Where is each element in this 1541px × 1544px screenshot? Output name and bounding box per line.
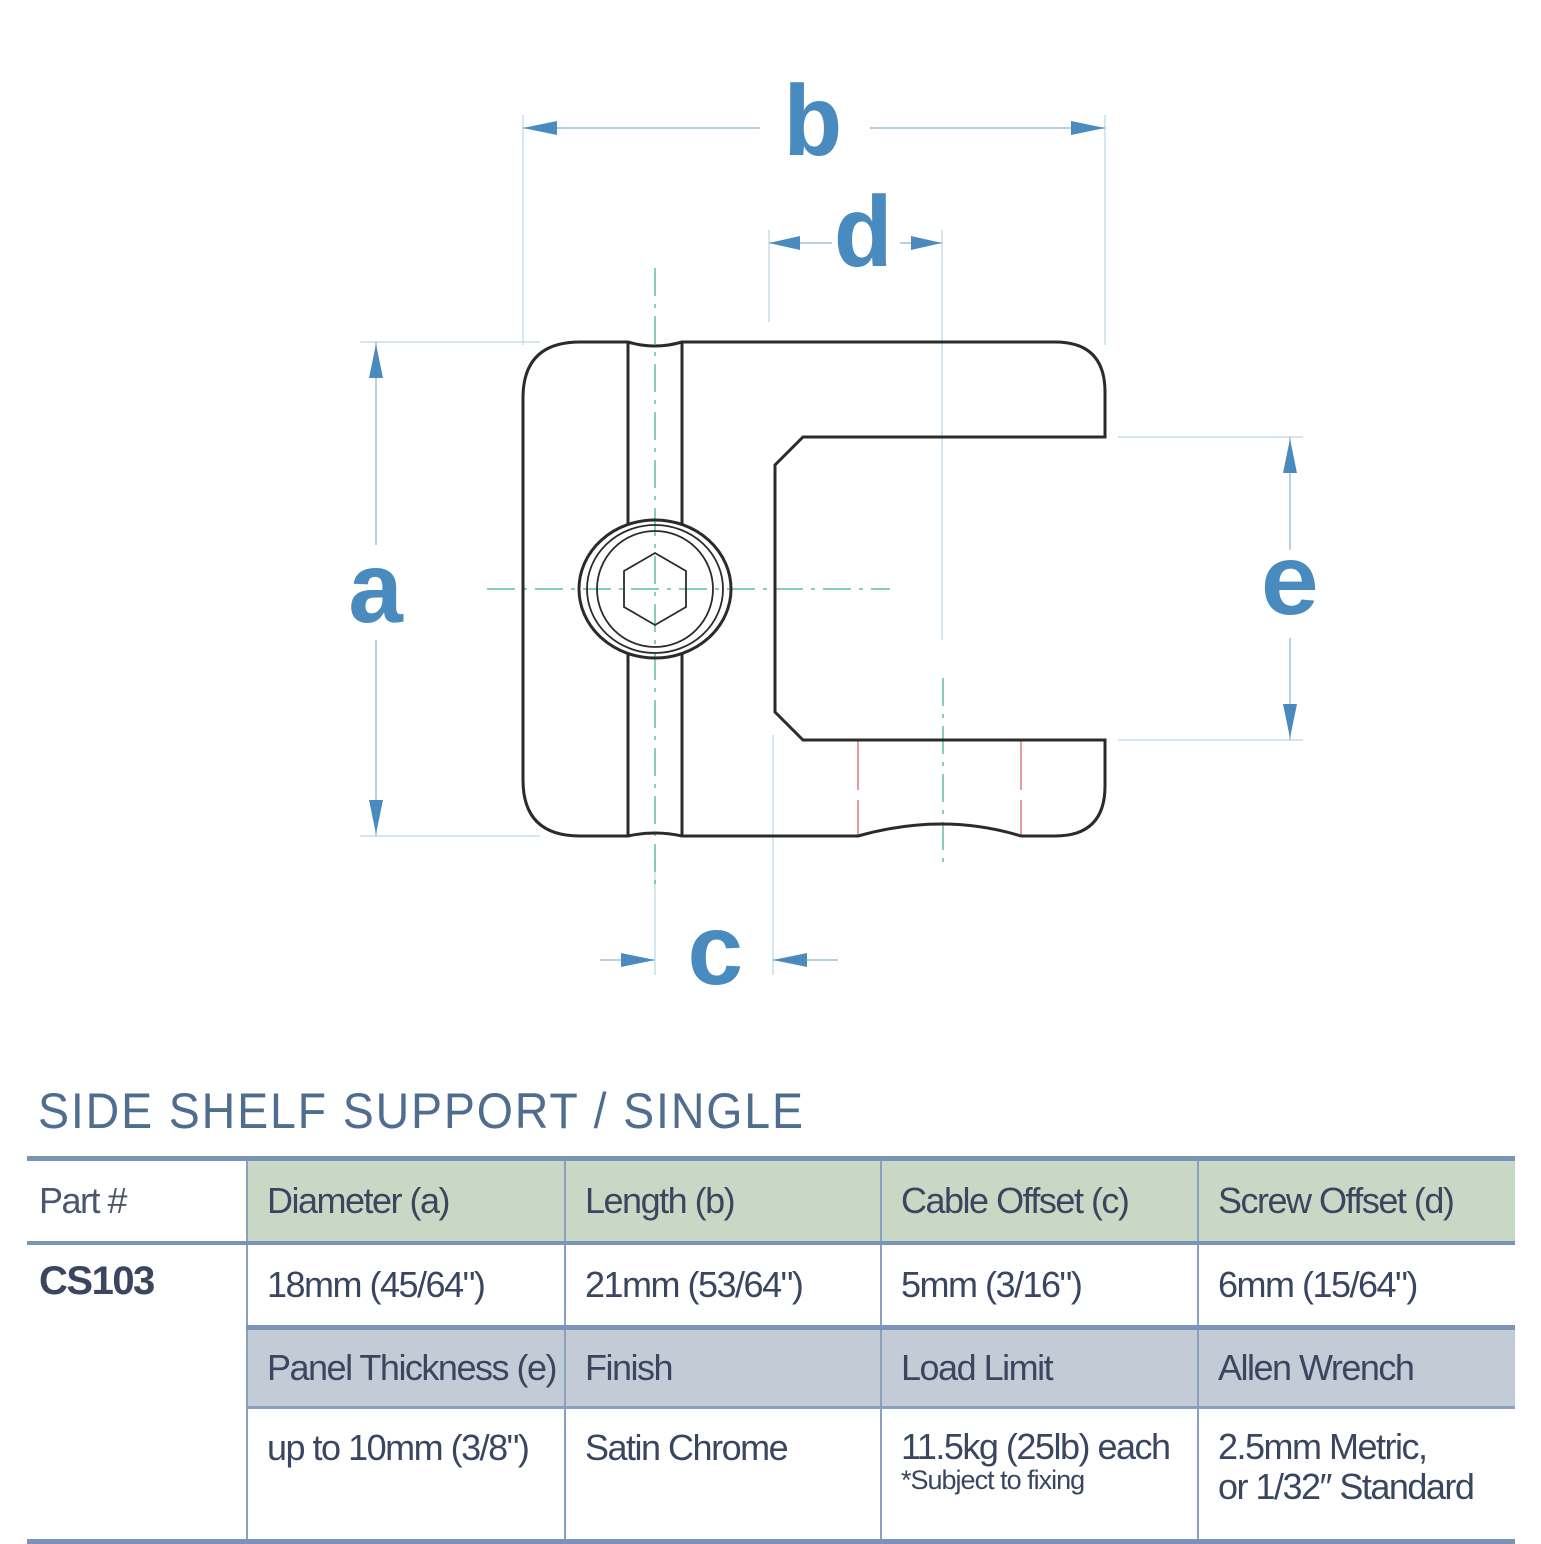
- header-screw-offset: Screw Offset (d): [1197, 1158, 1515, 1243]
- value-allen-wrench-standard: or 1/32″ Standard: [1218, 1466, 1475, 1507]
- value-allen-wrench-cell: 2.5mm Metric, or 1/32″ Standard: [1197, 1406, 1515, 1542]
- header-panel-thickness: Panel Thickness (e): [246, 1325, 565, 1408]
- spec-table: Part # Diameter (a) Length (b) Cable Off…: [27, 1156, 1515, 1544]
- technical-drawing: b d a e c: [346, 73, 1320, 1015]
- value-cable-offset: 5mm (3/16"): [880, 1243, 1198, 1328]
- header-cable-offset: Cable Offset (c): [880, 1158, 1198, 1243]
- dimension-label-d: d: [833, 184, 893, 297]
- header-load-limit: Load Limit: [880, 1325, 1198, 1408]
- load-limit-note: *Subject to fixing: [901, 1465, 1085, 1495]
- dimension-label-b: b: [783, 73, 843, 186]
- value-finish: Satin Chrome: [564, 1406, 881, 1542]
- value-load-limit-cell: 11.5kg (25lb) each *Subject to fixing: [880, 1406, 1198, 1542]
- dimension-label-c: c: [686, 902, 746, 1015]
- value-allen-wrench-metric: 2.5mm Metric,: [1218, 1426, 1428, 1467]
- header-diameter: Diameter (a): [246, 1158, 565, 1243]
- value-load-limit: 11.5kg (25lb) each: [901, 1426, 1171, 1467]
- centerlines: [487, 268, 944, 885]
- hidden-lines: [857, 740, 1022, 836]
- product-title: SIDE SHELF SUPPORT / SINGLE: [38, 1083, 805, 1139]
- header-length: Length (b): [564, 1158, 881, 1243]
- value-panel-thickness: up to 10mm (3/8"): [246, 1406, 565, 1542]
- value-length: 21mm (53/64"): [564, 1243, 881, 1328]
- part-number: CS103: [27, 1242, 247, 1542]
- dimension-arrowheads: [369, 121, 1297, 967]
- dimension-label-a: a: [346, 540, 406, 653]
- part-outline: [521, 340, 1107, 838]
- value-diameter: 18mm (45/64"): [246, 1243, 565, 1328]
- set-screw-icon: [577, 518, 733, 660]
- value-screw-offset: 6mm (15/64"): [1197, 1243, 1515, 1328]
- part-number-header: Part #: [39, 1180, 128, 1221]
- dimension-label-e: e: [1260, 532, 1320, 645]
- header-allen-wrench: Allen Wrench: [1197, 1325, 1515, 1408]
- header-finish: Finish: [564, 1325, 881, 1408]
- extension-lines: [360, 115, 1303, 975]
